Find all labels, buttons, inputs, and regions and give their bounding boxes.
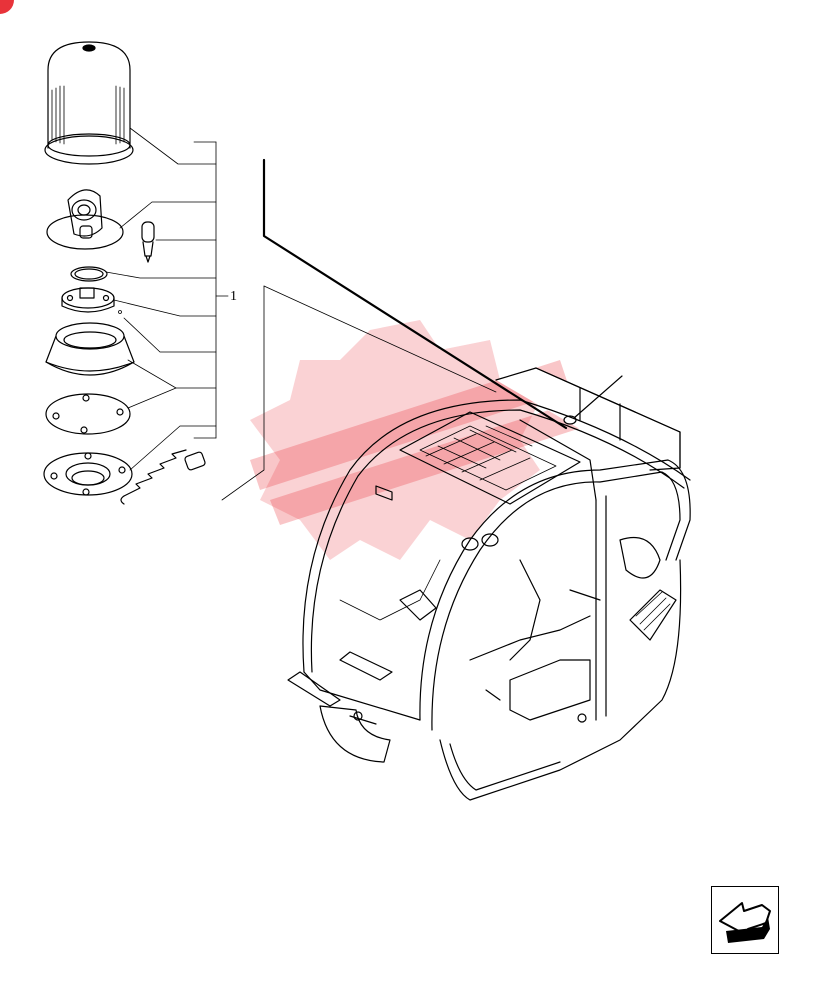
leader-lines: [221, 158, 568, 501]
lamp-holder: [61, 287, 122, 314]
cab-side-equipment: [349, 485, 393, 725]
next-page-button[interactable]: [711, 886, 779, 954]
bulb: [141, 221, 155, 263]
roof-grille: [399, 411, 581, 505]
callout-number: 1: [230, 289, 237, 304]
cab-interior: [339, 533, 677, 723]
mounting-plate: [43, 452, 133, 496]
beacon-dome: [44, 41, 134, 165]
cable-spring: [120, 449, 206, 505]
watermark-logo: [250, 320, 590, 560]
gasket: [45, 393, 131, 435]
cab-roof: [495, 367, 681, 471]
arrow-next-page-icon: [719, 902, 771, 943]
cab-frame: [287, 399, 691, 801]
reflector: [46, 189, 124, 250]
o-ring: [70, 266, 108, 282]
callout-bracket: [105, 127, 229, 471]
base-cone: [45, 322, 135, 376]
